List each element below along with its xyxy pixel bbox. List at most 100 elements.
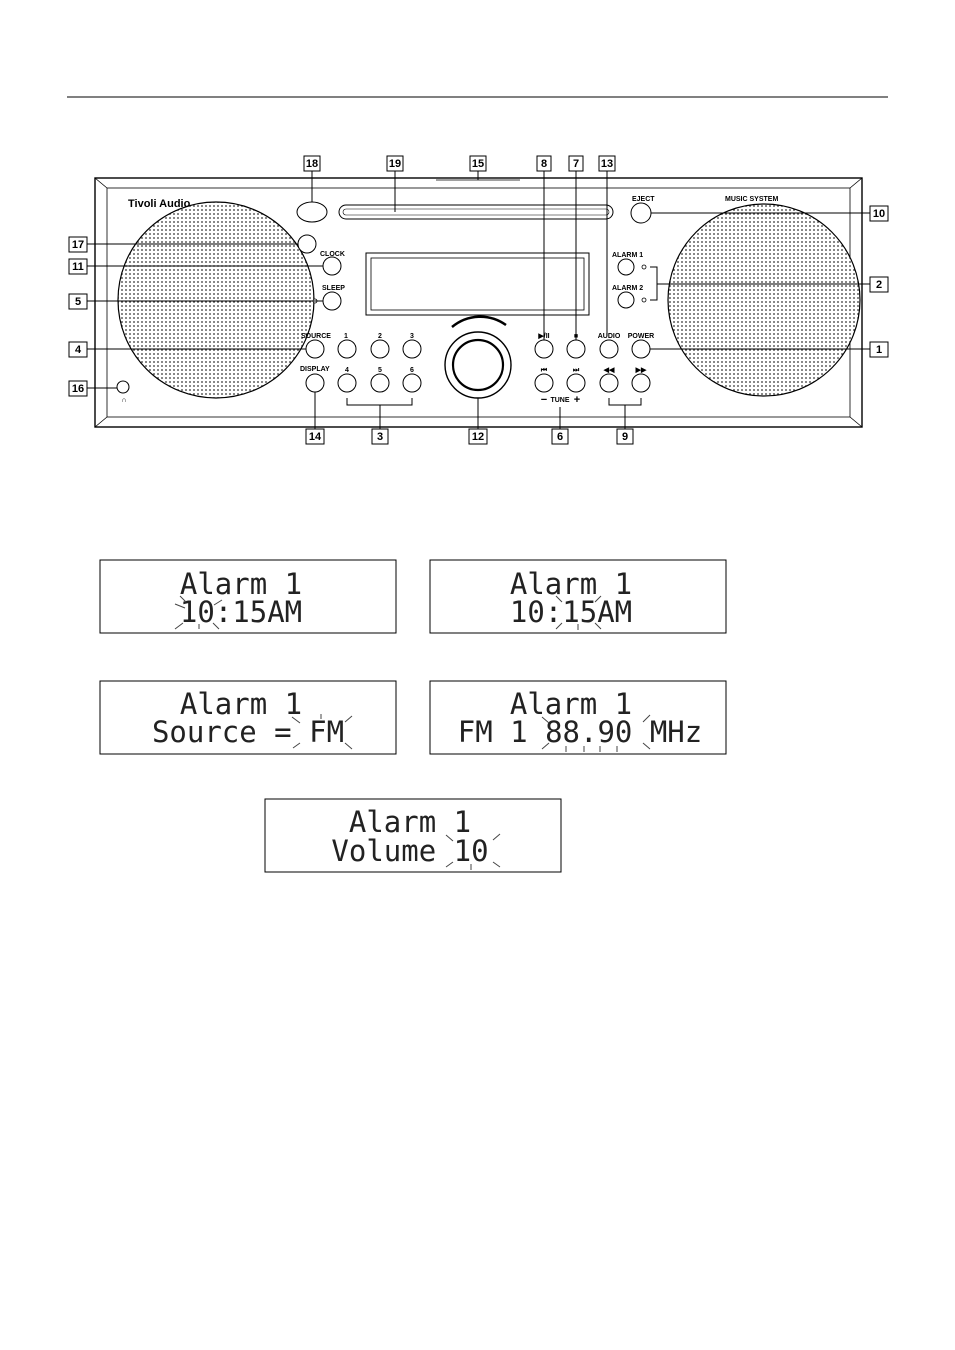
oval-button[interactable]: [297, 202, 327, 222]
fast-forward-button[interactable]: [632, 374, 650, 392]
button-17[interactable]: [298, 235, 316, 253]
lcd-line-2: Source = FM: [152, 715, 344, 749]
callout-number: 16: [72, 383, 84, 395]
tune-down-button[interactable]: [535, 374, 553, 392]
callout-6: 6: [552, 429, 568, 444]
left-speaker-grille: [118, 202, 314, 398]
callout-number: 1: [876, 344, 882, 356]
sleep-label: SLEEP: [322, 285, 345, 292]
rewind-button[interactable]: [600, 374, 618, 392]
play-pause-button[interactable]: [535, 340, 553, 358]
callout-2: 2: [870, 277, 888, 292]
callout-number: 7: [573, 158, 579, 170]
preset-1-button[interactable]: [338, 340, 356, 358]
callout-1: 1: [870, 342, 888, 357]
alarm-2-led: [642, 298, 646, 302]
callout-13: 13: [599, 156, 615, 171]
callout-number: 9: [622, 431, 628, 443]
alarm-1-label: ALARM 1: [612, 252, 643, 259]
callout-number: 6: [557, 431, 563, 443]
callout-18: 18: [304, 156, 320, 171]
preset-5-button[interactable]: [371, 374, 389, 392]
sleep-button[interactable]: [323, 292, 341, 310]
callout-number: 4: [75, 344, 82, 356]
lcd-display-1: Alarm 1 10:15AM: [100, 560, 396, 633]
display-button[interactable]: [306, 374, 324, 392]
lcd-line-2: 10:15AM: [180, 595, 302, 629]
callout-number: 19: [389, 158, 401, 170]
callout-3: 3: [372, 429, 388, 444]
stop-button[interactable]: [567, 340, 585, 358]
power-button[interactable]: [632, 340, 650, 358]
callout-number: 11: [72, 261, 84, 273]
lcd-line-2: FM 1 88.90 MHz: [458, 715, 702, 749]
preset-5-label: 5: [378, 367, 382, 374]
callout-9: 9: [617, 429, 633, 444]
preset-6-label: 6: [410, 367, 414, 374]
lcd-display-5: Alarm 1 Volume 10: [265, 799, 561, 872]
callout-14: 14: [306, 429, 324, 444]
preset-6-button[interactable]: [403, 374, 421, 392]
display-label: DISPLAY: [300, 366, 330, 373]
preset-2-label: 2: [378, 333, 382, 340]
alarm-2-label: ALARM 2: [612, 285, 643, 292]
tune-plus-sign: +: [574, 394, 580, 406]
tune-minus-sign: −: [541, 394, 547, 406]
callout-number: 5: [75, 296, 81, 308]
preset-3-button[interactable]: [403, 340, 421, 358]
fast-forward-icon: ▶▶: [635, 367, 647, 374]
callout-number: 15: [472, 158, 484, 170]
preset-3-label: 3: [410, 333, 414, 340]
lcd-display-4: Alarm 1 FM 1 88.90 MHz: [430, 681, 726, 754]
headphone-icon: ∩: [121, 397, 126, 404]
alarm-1-led: [642, 265, 646, 269]
callout-number: 3: [377, 431, 383, 443]
right-speaker-grille: [668, 204, 860, 396]
callout-number: 17: [72, 239, 84, 251]
tune-up-button[interactable]: [567, 374, 585, 392]
clock-button[interactable]: [323, 257, 341, 275]
brand-logo: Tivoli Audio: [128, 198, 191, 210]
callout-number: 10: [873, 208, 885, 220]
power-label: POWER: [628, 333, 654, 340]
lcd-line-2: 10:15AM: [510, 595, 632, 629]
next-track-icon: ⏭: [573, 367, 580, 374]
rewind-icon: ◀◀: [603, 367, 615, 374]
callout-number: 8: [541, 158, 547, 170]
audio-button[interactable]: [600, 340, 618, 358]
eject-button[interactable]: [631, 203, 651, 223]
eject-label: EJECT: [632, 196, 655, 203]
callout-4: 4: [69, 342, 87, 357]
callout-5: 5: [69, 294, 87, 309]
callout-17: 17: [69, 237, 87, 252]
callout-12: 12: [469, 429, 487, 444]
lcd-line-2: Volume 10: [331, 834, 488, 868]
preset-2-button[interactable]: [371, 340, 389, 358]
callout-number: 18: [306, 158, 318, 170]
callout-15: 15: [470, 156, 486, 171]
callout-7: 7: [569, 156, 583, 171]
preset-4-button[interactable]: [338, 374, 356, 392]
callout-19: 19: [387, 156, 403, 171]
audio-label: AUDIO: [598, 333, 621, 340]
lcd-display-2: Alarm 1 10:15AM: [430, 560, 726, 633]
alarm-1-button[interactable]: [618, 259, 634, 275]
callout-11: 11: [69, 259, 87, 274]
callout-number: 2: [876, 279, 882, 291]
source-button[interactable]: [306, 340, 324, 358]
lcd-window: [366, 253, 589, 315]
tune-label: TUNE: [550, 397, 569, 404]
callout-number: 13: [601, 158, 613, 170]
lcd-display-3: Alarm 1 Source = FM: [100, 681, 396, 754]
callout-number: 12: [472, 431, 484, 443]
previous-track-icon: ⏮: [541, 367, 548, 374]
preset-1-label: 1: [344, 333, 348, 340]
source-label: SOURCE: [301, 333, 331, 340]
callout-8: 8: [537, 156, 551, 171]
model-name: MUSIC SYSTEM: [725, 196, 778, 203]
headphone-jack[interactable]: [117, 381, 129, 393]
callout-10: 10: [870, 206, 888, 221]
callout-number: 14: [309, 431, 322, 443]
alarm-2-button[interactable]: [618, 292, 634, 308]
